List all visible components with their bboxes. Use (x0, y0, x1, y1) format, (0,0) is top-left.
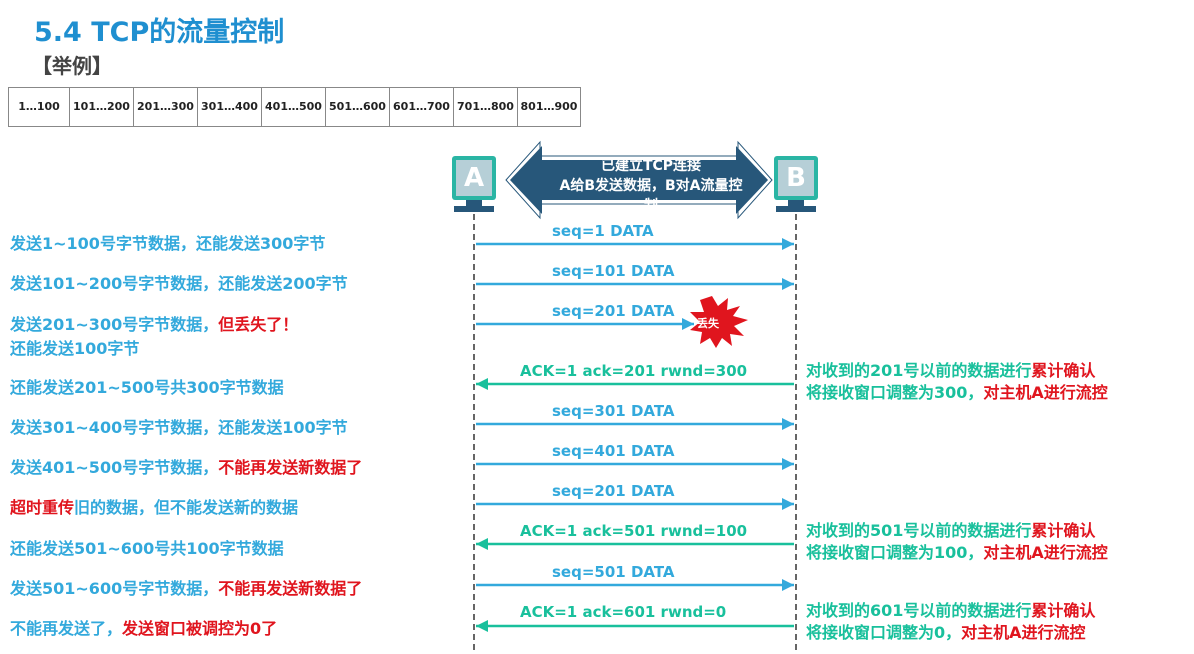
banner-line2: A给B发送数据，B对A流量控制 (559, 178, 743, 214)
right-note: 对收到的201号以前的数据进行累计确认 将接收窗口调整为300，对主机A进行流控 (806, 360, 1108, 404)
left-note: 还能发送201~500号共300字节数据 (10, 377, 284, 399)
arrow-head (782, 418, 794, 430)
arrow-head (682, 318, 694, 330)
note-text: 对收到的501号以前的数据进行 (806, 521, 1032, 540)
arrow-head (782, 278, 794, 290)
message-label: ACK=1 ack=201 rwnd=300 (520, 362, 748, 380)
message-label: seq=301 DATA (552, 402, 675, 420)
byte-range-cell: 701…800 (454, 88, 518, 126)
connection-arrow (510, 146, 768, 214)
note-text: 发送1~100号字节数据，还能发送300字节 (10, 234, 326, 253)
note-highlight: 对主机A进行流控 (983, 543, 1108, 562)
left-note: 超时重传旧的数据，但不能发送新的数据 (10, 497, 298, 519)
byte-range-cell: 801…900 (520, 100, 578, 113)
byte-range-table: 1…100 101…200 201…300 301…400 401…500 50… (8, 87, 581, 127)
note-text: ！ (282, 315, 299, 334)
left-note: 还能发送100字节 (10, 338, 139, 360)
note-highlight: 但丢失了 (218, 315, 283, 334)
byte-range-cell: 301…400 (198, 88, 262, 126)
note-text: 将接收窗口调整为0， (806, 623, 962, 642)
byte-range-cell: 101…200 (70, 88, 134, 126)
arrow-head (476, 620, 488, 632)
left-note: 发送301~400号字节数据，还能发送100字节 (10, 417, 348, 439)
note-highlight: 累计确认 (1031, 601, 1096, 620)
host-b-stand (788, 200, 804, 206)
byte-range-cell: 1…100 (9, 88, 70, 126)
host-b-base (776, 206, 816, 212)
message-label: seq=501 DATA (552, 563, 675, 581)
right-note: 对收到的601号以前的数据进行累计确认 将接收窗口调整为0，对主机A进行流控 (806, 600, 1095, 644)
message-label: ACK=1 ack=501 rwnd=100 (520, 522, 748, 540)
right-note: 对收到的501号以前的数据进行累计确认 将接收窗口调整为100，对主机A进行流控 (806, 520, 1108, 564)
left-note: 发送1~100号字节数据，还能发送300字节 (10, 233, 325, 255)
host-b-label: B (778, 160, 814, 196)
note-text: 发送101~200号字节数据，还能发送200字节 (10, 274, 348, 293)
note-text: 将接收窗口调整为300， (806, 383, 984, 402)
note-text: 旧的数据，但不能发送新的数据 (74, 498, 299, 517)
host-a-icon: A (452, 156, 496, 212)
note-text: 不能再发送了， (10, 619, 123, 638)
note-highlight: 不能再发送新数据了 (218, 579, 363, 598)
message-label: seq=1 DATA (552, 222, 654, 240)
lost-label: 丢失 (697, 317, 719, 330)
message-label: ACK=1 ack=601 rwnd=0 (520, 603, 727, 621)
message-label: seq=401 DATA (552, 442, 675, 460)
byte-range-cell: 401…500 (262, 88, 326, 126)
note-text: 对收到的201号以前的数据进行 (806, 361, 1032, 380)
left-note: 发送101~200号字节数据，还能发送200字节 (10, 273, 348, 295)
host-b-icon: B (774, 156, 818, 212)
host-a-base (454, 206, 494, 212)
connection-banner: 已建立TCP连接 A给B发送数据，B对A流量控制 (556, 156, 746, 216)
note-text: 发送201~300号字节数据， (10, 315, 219, 334)
note-highlight: 发送窗口被调控为0了 (122, 619, 278, 638)
byte-range-cell: 501…600 (326, 88, 390, 126)
left-note: 发送501~600号字节数据，不能再发送新数据了 (10, 578, 362, 600)
message-label: seq=101 DATA (552, 262, 675, 280)
note-text: 还能发送501~600号共100字节数据 (10, 539, 284, 558)
byte-range-cell: 201…300 (134, 88, 198, 126)
arrow-head (782, 458, 794, 470)
left-note: 还能发送501~600号共100字节数据 (10, 538, 284, 560)
note-highlight: 对主机A进行流控 (961, 623, 1086, 642)
host-a-stand (466, 200, 482, 206)
arrow-head (782, 498, 794, 510)
note-text: 发送401~500号字节数据， (10, 458, 219, 477)
left-note: 不能再发送了，发送窗口被调控为0了 (10, 618, 277, 640)
left-note: 发送201~300号字节数据，但丢失了！ (10, 314, 298, 336)
note-text: 对收到的601号以前的数据进行 (806, 601, 1032, 620)
message-label: seq=201 DATA (552, 482, 675, 500)
host-a-label: A (456, 160, 492, 196)
lost-burst-icon (690, 296, 748, 348)
left-note: 发送401~500号字节数据，不能再发送新数据了 (10, 457, 362, 479)
note-highlight: 不能再发送新数据了 (218, 458, 363, 477)
byte-range-cell: 601…700 (390, 88, 454, 126)
page-title: 5.4 TCP的流量控制 (34, 17, 285, 48)
note-highlight: 累计确认 (1031, 521, 1096, 540)
note-text: 发送501~600号字节数据， (10, 579, 219, 598)
example-label: 【举例】 (32, 54, 112, 78)
arrow-head (782, 579, 794, 591)
note-highlight: 超时重传 (10, 498, 75, 517)
note-text: 还能发送100字节 (10, 339, 140, 358)
note-text: 还能发送201~500号共300字节数据 (10, 378, 284, 397)
note-text: 将接收窗口调整为100， (806, 543, 984, 562)
note-highlight: 对主机A进行流控 (983, 383, 1108, 402)
banner-line1: 已建立TCP连接 (600, 158, 702, 174)
message-label: seq=201 DATA (552, 302, 675, 320)
arrow-head (476, 538, 488, 550)
arrow-head (782, 238, 794, 250)
note-text: 发送301~400号字节数据，还能发送100字节 (10, 418, 348, 437)
arrow-head (476, 378, 488, 390)
note-highlight: 累计确认 (1031, 361, 1096, 380)
